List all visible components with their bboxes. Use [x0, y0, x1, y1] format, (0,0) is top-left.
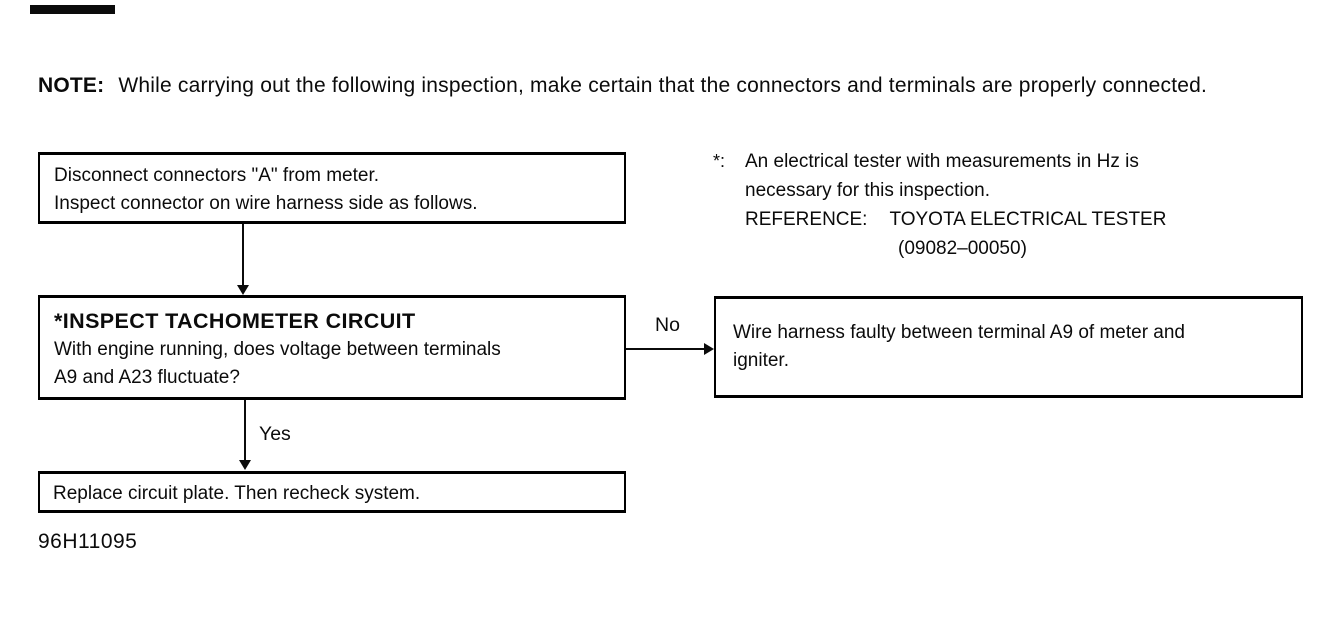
flow-connector-right: [626, 348, 706, 350]
flow-box-inspect: *INSPECT TACHOMETER CIRCUIT With engine …: [38, 295, 626, 400]
figure-id: 96H11095: [38, 530, 138, 553]
no-branch-label: No: [655, 314, 680, 336]
replace-text: Replace circuit plate. Then recheck syst…: [53, 483, 421, 504]
flow-box-replace: Replace circuit plate. Then recheck syst…: [38, 471, 626, 513]
side-note-line2: necessary for this inspection.: [745, 180, 991, 201]
note-paragraph: NOTE: While carrying out the following in…: [38, 71, 1320, 101]
tester-side-note: *: An electrical tester with measurement…: [713, 147, 1166, 263]
disconnect-line2: Inspect connector on wire harness side a…: [54, 193, 478, 214]
note-label: NOTE:: [38, 74, 105, 97]
note-text: While carrying out the following inspect…: [118, 74, 1208, 97]
harness-line1: Wire harness faulty between terminal A9 …: [733, 322, 1186, 343]
arrow-right-icon: [704, 343, 714, 355]
flow-connector-down-1: [242, 224, 244, 287]
reference-code: (09082–00050): [898, 238, 1027, 259]
yes-branch-label: Yes: [259, 423, 291, 445]
flow-box-harness-faulty: Wire harness faulty between terminal A9 …: [714, 296, 1303, 398]
reference-value: TOYOTA ELECTRICAL TESTER: [889, 209, 1167, 230]
asterisk-marker: *:: [713, 151, 726, 171]
arrow-down-icon: [237, 285, 249, 295]
flow-box-disconnect: Disconnect connectors "A" from meter. In…: [38, 152, 626, 224]
harness-line2: igniter.: [733, 350, 789, 371]
side-note-body: An electrical tester with measurements i…: [745, 147, 1166, 263]
arrow-down-icon: [239, 460, 251, 470]
scan-artifact: [30, 5, 115, 14]
inspect-line1: With engine running, does voltage betwee…: [54, 339, 501, 360]
disconnect-line1: Disconnect connectors "A" from meter.: [54, 165, 380, 186]
reference-label: REFERENCE:: [745, 209, 868, 230]
side-note-line1: An electrical tester with measurements i…: [745, 151, 1139, 172]
inspect-title: *INSPECT TACHOMETER CIRCUIT: [54, 309, 416, 333]
inspect-line2: A9 and A23 fluctuate?: [54, 367, 240, 388]
reference-line: REFERENCE: TOYOTA ELECTRICAL TESTER: [745, 205, 1166, 234]
flow-connector-down-2: [244, 400, 246, 462]
